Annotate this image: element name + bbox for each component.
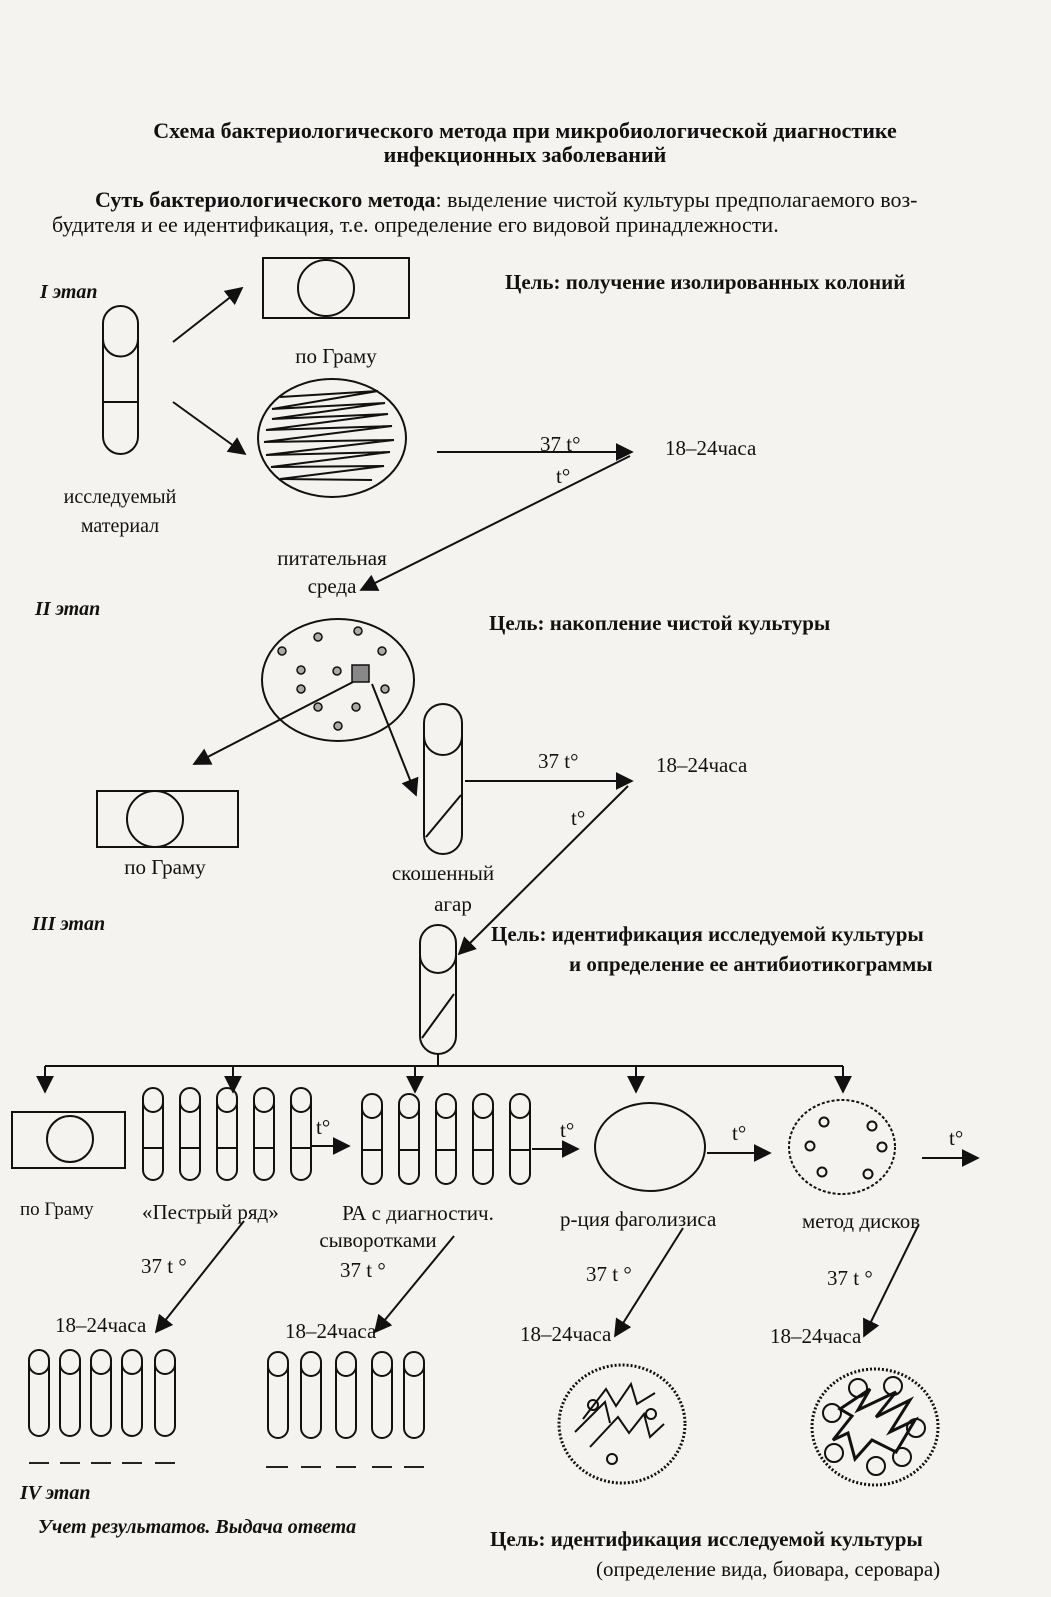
gram-slide-1 — [262, 257, 410, 319]
result-dash — [336, 1466, 356, 1468]
result-dash — [155, 1462, 175, 1464]
gram-slide-2 — [96, 790, 239, 848]
goal-3-line-1: Цель: идентификация исследуемой культуры — [491, 922, 924, 946]
t-arrow-label-3: t° — [732, 1121, 747, 1145]
disks-label: метод дисков — [802, 1209, 921, 1233]
medium-label-1: питательная — [277, 546, 387, 570]
time-label-a: 18–24часа — [55, 1313, 147, 1337]
t-arrow-label-1: t° — [316, 1115, 331, 1139]
slant-label-2: агар — [434, 892, 472, 916]
t-arrow-label-2: t° — [560, 1118, 575, 1142]
result-tubes-b — [267, 1351, 425, 1439]
gram-label-1: по Граму — [295, 344, 377, 368]
temp-label-1: 37 t° — [540, 432, 581, 456]
arrow-to-medium — [172, 401, 247, 456]
result-dash — [91, 1462, 111, 1464]
result-tubes-a — [28, 1349, 176, 1437]
arrow-to-stage-2 — [359, 455, 631, 591]
t-label-2: t° — [571, 806, 586, 830]
title-line-2: инфекционных заболеваний — [383, 142, 667, 167]
arrow-to-stage-3 — [457, 785, 629, 956]
arrow-to-results-d — [863, 1225, 919, 1338]
arrow-to-gram-1 — [172, 286, 244, 343]
intro-bold: Суть бактериологического метода — [95, 187, 436, 212]
goal-4-line-2: (определение вида, биовара, серовара) — [596, 1557, 941, 1581]
medium-label-2: среда — [307, 574, 357, 598]
ra-label-1: РА с диагностич. — [342, 1201, 494, 1225]
goal-1: Цель: получение изолированных колоний — [505, 270, 906, 294]
stage-2-label: II этап — [35, 598, 101, 620]
disk-result-dish — [810, 1367, 940, 1487]
result-dash — [60, 1462, 80, 1464]
phagolysis-result-dish — [557, 1363, 687, 1485]
gram-label-3: по Граму — [20, 1199, 94, 1220]
stage-4-label: IV этап — [20, 1482, 91, 1504]
time-label-b: 18–24часа — [285, 1319, 377, 1343]
slant-agar-tube — [423, 703, 463, 855]
disk-method-dish — [788, 1099, 896, 1195]
intro-line-1: Суть бактериологического метода: выделен… — [95, 187, 918, 213]
result-dash — [266, 1466, 288, 1468]
stage-1-label: I этап — [40, 281, 98, 303]
intro-line-2: будителя и ее идентификация, т.е. опреде… — [52, 212, 779, 237]
material-label-1: исследуемый — [63, 486, 177, 508]
phagolysis-label: р-ция фаголизиса — [560, 1207, 717, 1231]
temp-label-c: 37 t ° — [586, 1262, 632, 1286]
time-label-2: 18–24часа — [656, 753, 748, 777]
title-line-1: Схема бактериологического метода при мик… — [153, 118, 897, 143]
stage-3-label: III этап — [32, 913, 106, 935]
temp-label-d: 37 t ° — [827, 1266, 873, 1290]
ra-label-2: сыворотками — [319, 1228, 437, 1252]
goal-4-line-1: Цель: идентификация исследуемой культуры — [490, 1527, 923, 1551]
result-dash — [372, 1466, 392, 1468]
result-dash — [404, 1466, 424, 1468]
result-dash — [29, 1462, 49, 1464]
t-label-1: t° — [556, 464, 571, 488]
gram-slide-3 — [11, 1111, 126, 1169]
ra-tubes — [361, 1093, 531, 1185]
slant-agar-tube-2 — [419, 924, 457, 1055]
intro-rest: : выделение чистой культуры предполагаем… — [435, 187, 918, 212]
arrow-to-results-c — [614, 1227, 684, 1338]
result-dash — [301, 1466, 321, 1468]
material-label-2: материал — [80, 515, 160, 537]
goal-3-line-2: и определение ее антибиотикограммы — [569, 952, 933, 976]
arrow-to-results-b — [373, 1235, 455, 1334]
t-arrow-label-4: t° — [949, 1126, 964, 1150]
temp-label-a: 37 t ° — [141, 1254, 187, 1278]
arrow-to-results-a — [154, 1220, 245, 1334]
motley-row-tubes — [142, 1087, 312, 1181]
petri-dish-colonies — [261, 618, 415, 742]
temp-label-b: 37 t ° — [340, 1258, 386, 1282]
arrow-to-slant — [371, 683, 419, 797]
motley-row-label: «Пестрый ряд» — [142, 1200, 279, 1224]
petri-dish-streak — [257, 378, 407, 498]
time-label-1: 18–24часа — [665, 436, 757, 460]
test-tube-material — [102, 305, 139, 455]
slant-label-1: скошенный — [391, 861, 495, 885]
gram-label-2: по Граму — [124, 855, 206, 879]
goal-2: Цель: накопление чистой культуры — [489, 611, 831, 635]
results-label: Учет результатов. Выдача ответа — [38, 1516, 357, 1538]
phagolysis-dish — [594, 1102, 706, 1192]
arrow-to-gram-2 — [192, 681, 354, 765]
result-dash — [122, 1462, 142, 1464]
temp-label-2: 37 t° — [538, 749, 579, 773]
time-label-c: 18–24часа — [520, 1322, 612, 1346]
time-label-d: 18–24часа — [770, 1324, 862, 1348]
